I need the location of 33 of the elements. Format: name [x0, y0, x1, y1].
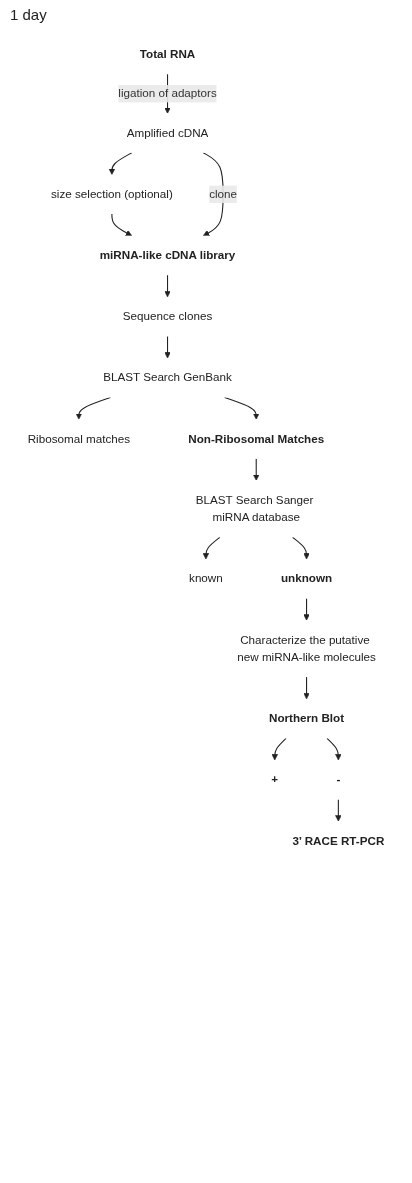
- arrow: [253, 458, 260, 481]
- node-text: Ribosomal matches: [27, 432, 130, 445]
- node-text: BLAST Search GenBank: [103, 371, 232, 384]
- node-text: -: [336, 773, 341, 786]
- node-text: known: [189, 572, 223, 585]
- arrow: [75, 396, 112, 420]
- arrow: [335, 798, 342, 822]
- node-text: Non-Ribosomal Matches: [188, 432, 325, 445]
- node-text: Characterize the putative new miRNA-like molecules: [237, 633, 376, 664]
- node-text: Total RNA: [139, 47, 196, 61]
- note-text: 1 day: [10, 6, 48, 23]
- node-text: 3’ RACE RT-PCR: [292, 834, 385, 847]
- arrow: [292, 536, 310, 560]
- node-text: Northern Blot: [269, 712, 345, 725]
- arrow: [202, 536, 221, 560]
- node-text: unknown: [280, 572, 333, 585]
- arrow: [303, 597, 310, 621]
- arrow: [111, 213, 133, 237]
- arrow: [303, 676, 310, 700]
- edge-label: ligation of adaptors: [118, 87, 217, 100]
- node-text: BLAST Search Sanger miRNA database: [195, 493, 314, 524]
- arrow: [164, 274, 171, 298]
- node-text: size selection (optional): [51, 187, 173, 201]
- edge-label: clone: [209, 187, 238, 201]
- arrow: [224, 396, 260, 420]
- arrow: [271, 737, 287, 761]
- arrow: [108, 152, 133, 175]
- arrow: [164, 335, 171, 359]
- node-text: Amplified cDNA: [126, 126, 209, 139]
- node-text: +: [271, 773, 279, 786]
- node-text: miRNA-like cDNA library: [99, 248, 236, 262]
- arrow: [326, 737, 342, 761]
- node-text: Sequence clones: [122, 310, 213, 323]
